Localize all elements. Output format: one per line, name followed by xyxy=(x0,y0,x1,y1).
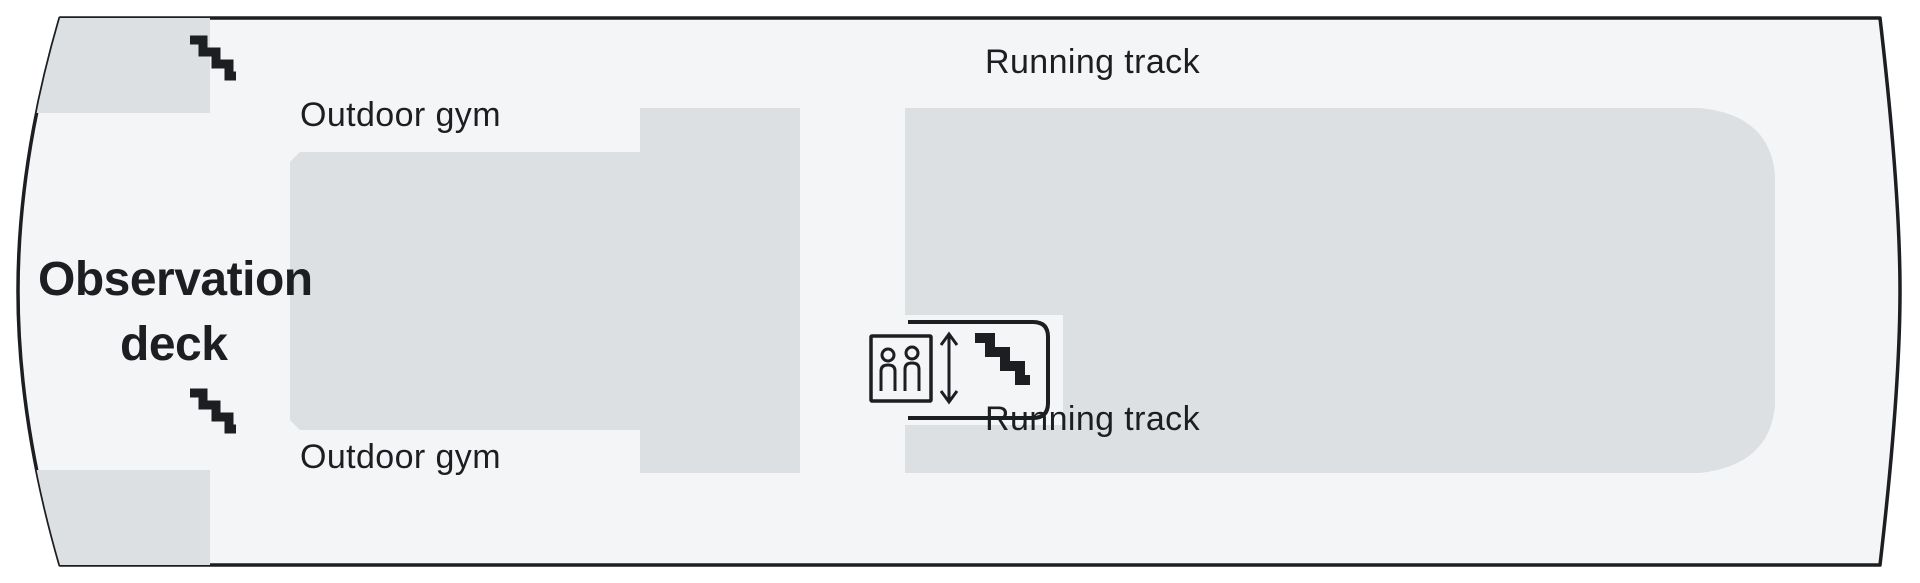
stairs-icon-bottom-left[interactable] xyxy=(190,388,236,434)
stairs-glyph xyxy=(975,333,1030,385)
elevator-person-body-1 xyxy=(879,363,897,391)
zone-running-track xyxy=(905,108,1775,473)
zone-outdoor-gym-chamfer-top xyxy=(640,108,700,152)
elevator-person-body-2 xyxy=(903,361,921,391)
updown-arrow-icon[interactable] xyxy=(939,331,959,405)
zone-aft-starboard-block xyxy=(18,470,210,565)
elevator-icon[interactable] xyxy=(869,334,933,403)
running-track-label-top: Running track xyxy=(985,43,1201,81)
observation-deck-label-line2: deck xyxy=(120,318,228,371)
zone-outdoor-gym-chamfer-bottom xyxy=(640,430,700,473)
outdoor-gym-label-bottom: Outdoor gym xyxy=(300,438,501,476)
transport-cluster xyxy=(869,320,1050,420)
transport-bracket xyxy=(908,320,1050,420)
stairs-icon-center[interactable] xyxy=(975,333,1030,385)
deck-zones xyxy=(18,18,1775,565)
updown-arrow-head-down xyxy=(939,390,959,405)
stairs-icon-top-left[interactable] xyxy=(190,35,236,81)
observation-deck-label-line1: Observation xyxy=(38,253,313,306)
stairs-glyph xyxy=(190,35,236,81)
elevator-person-head-1 xyxy=(880,347,896,363)
outdoor-gym-label-top: Outdoor gym xyxy=(300,96,501,134)
zone-aft-port-block xyxy=(18,18,210,113)
elevator-person-head-2 xyxy=(904,345,920,361)
zone-outdoor-gym-chamfer-aft-top xyxy=(290,152,300,162)
elevator-box xyxy=(869,334,933,403)
zone-outdoor-gym-chamfer-aft-bottom xyxy=(290,420,300,430)
stairs-glyph xyxy=(190,388,236,434)
updown-arrow-head-up xyxy=(939,331,959,346)
zone-outdoor-gym xyxy=(290,108,800,473)
